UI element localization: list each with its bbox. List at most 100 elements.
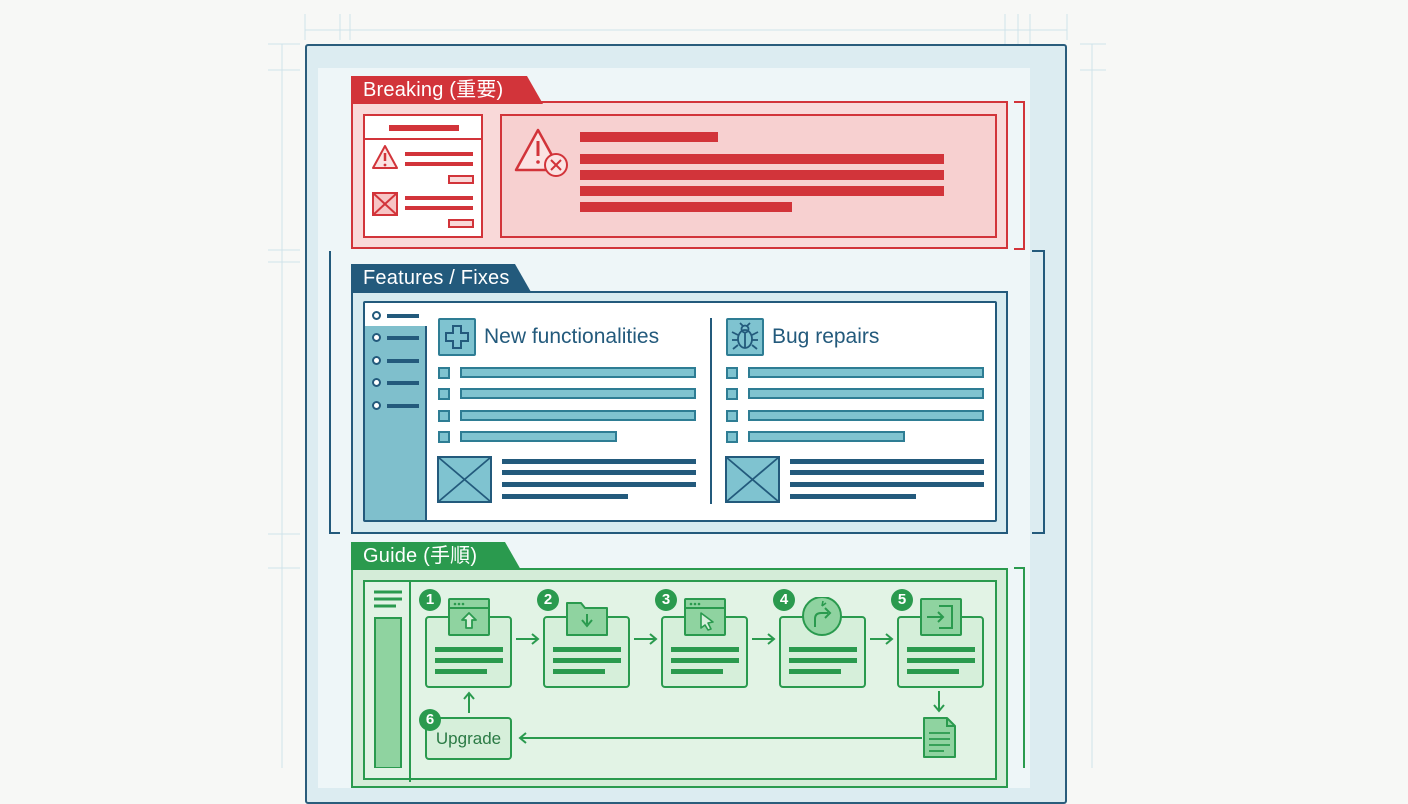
breaking-side-card [363, 114, 483, 238]
step-number-badge: 3 [655, 589, 677, 611]
text-line [580, 170, 944, 180]
text-line [790, 494, 916, 499]
bug-repairs-heading: Bug repairs [772, 325, 880, 348]
arrow-down-icon [933, 691, 945, 713]
text-line [502, 470, 696, 475]
list-checkbox[interactable] [438, 410, 450, 422]
section-brackets [329, 101, 1045, 768]
breaking-icons [372, 128, 568, 216]
text-line [502, 459, 696, 464]
step-text-line [789, 658, 857, 663]
list-item-line [460, 388, 696, 399]
breaking-section-title: Breaking (重要) [363, 79, 504, 101]
arrow-up-icon [463, 691, 475, 713]
new-functionalities-heading: New functionalities [484, 325, 660, 348]
guide-flow-arrows [463, 633, 956, 758]
image-placeholder-icon [437, 456, 492, 503]
step-text-line [907, 658, 975, 663]
text-line [405, 162, 473, 166]
folder-download-icon [566, 598, 608, 636]
text-line [790, 470, 984, 475]
upload-window-icon [448, 598, 490, 636]
step-text-line [435, 647, 503, 652]
text-line [580, 202, 792, 212]
nav-bullet[interactable] [372, 356, 381, 365]
text-line [580, 154, 944, 164]
list-checkbox[interactable] [726, 431, 738, 443]
list-checkbox[interactable] [726, 388, 738, 400]
guide-section-title: Guide (手順) [363, 545, 478, 567]
list-checkbox[interactable] [438, 388, 450, 400]
small-button-shape [448, 175, 474, 184]
nav-item-line[interactable] [387, 336, 419, 340]
nav-bullet[interactable] [372, 333, 381, 342]
list-checkbox[interactable] [726, 367, 738, 379]
nav-bullet[interactable] [372, 311, 381, 320]
text-line [502, 482, 696, 487]
step-text-line [671, 647, 739, 652]
list-checkbox[interactable] [726, 410, 738, 422]
list-checkbox[interactable] [438, 431, 450, 443]
step-text-line [435, 658, 503, 663]
login-icon [920, 598, 962, 636]
list-item-line [748, 431, 905, 442]
nav-item-line[interactable] [387, 404, 419, 408]
breaking-heading-line [580, 132, 718, 142]
nav-item-line[interactable] [387, 359, 419, 363]
breaking-section-tab[interactable]: Breaking (重要) [351, 76, 543, 104]
step-text-line [553, 647, 621, 652]
list-item-line [460, 410, 696, 421]
guide-sidebar [365, 582, 411, 782]
list-item-line [460, 367, 696, 378]
arrow-right-icon [516, 633, 540, 645]
arrow-left-icon [518, 732, 922, 744]
step-text-line [907, 669, 959, 674]
features-section-title: Features / Fixes [363, 267, 510, 289]
step-text-line [789, 647, 857, 652]
update-arrow-icon [801, 596, 843, 639]
step-number-badge: 2 [537, 589, 559, 611]
step-text-line [671, 669, 723, 674]
cursor-window-icon [684, 598, 726, 636]
step-number-badge: 4 [773, 589, 795, 611]
features-image-placeholders [437, 456, 780, 503]
text-line [790, 482, 984, 487]
menu-icon[interactable] [374, 590, 402, 608]
text-line [405, 152, 473, 156]
nav-bullet[interactable] [372, 378, 381, 387]
step-number-badge: 1 [419, 589, 441, 611]
list-item-line [748, 388, 984, 399]
nav-bullet[interactable] [372, 401, 381, 410]
side-card-header [365, 116, 481, 140]
image-placeholder-icon [725, 456, 780, 503]
image-placeholder-icon [372, 192, 398, 216]
step-text-line [553, 669, 605, 674]
list-checkbox[interactable] [438, 367, 450, 379]
arrow-right-icon [870, 633, 894, 645]
text-line [790, 459, 984, 464]
side-card-header-line [389, 125, 459, 131]
bug-icon [726, 318, 764, 356]
step-text-line [553, 658, 621, 663]
text-line [580, 186, 944, 196]
text-line [405, 196, 473, 200]
plus-icon [438, 318, 476, 356]
guide-scroll-bar[interactable] [374, 617, 402, 768]
text-line [405, 206, 473, 210]
guide-sidebar-icons [374, 590, 402, 768]
text-line [502, 494, 628, 499]
step-text-line [671, 658, 739, 663]
warning-error-icon [514, 128, 568, 177]
features-section-tab[interactable]: Features / Fixes [351, 264, 531, 292]
column-divider [710, 318, 712, 504]
arrow-right-icon [634, 633, 658, 645]
step-text-line [789, 669, 841, 674]
guide-section-tab[interactable]: Guide (手順) [351, 542, 521, 570]
nav-item-line[interactable] [387, 381, 419, 385]
step-text-line [435, 669, 487, 674]
list-item-line [460, 431, 617, 442]
small-button-shape [448, 219, 474, 228]
nav-item-line[interactable] [387, 314, 419, 318]
document-icon [923, 717, 956, 758]
warning-icon [372, 145, 398, 169]
